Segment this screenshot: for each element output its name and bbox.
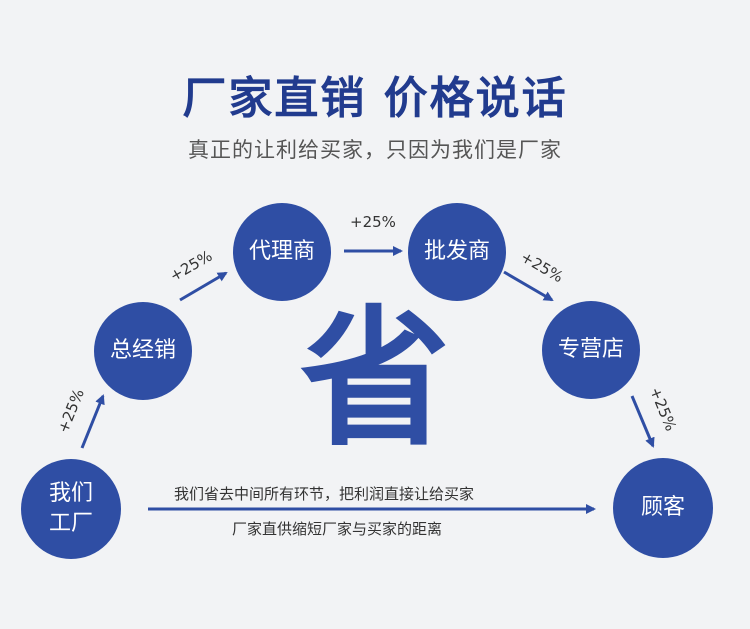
node-factory: 我们 工厂 bbox=[21, 459, 121, 559]
node-factory-line2: 工厂 bbox=[48, 511, 93, 536]
node-factory-line1: 我们 bbox=[48, 481, 93, 506]
note-line-1: 我们省去中间所有环节，把利润直接让给买家 bbox=[174, 485, 475, 503]
page-title: 厂家直销 价格说话 bbox=[182, 73, 568, 124]
node-wholesaler: 批发商 bbox=[408, 203, 506, 301]
arrow-distributor-to-agent bbox=[179, 271, 228, 302]
markup-label-3: +25% bbox=[350, 213, 396, 231]
arrow-factory-to-distributor bbox=[80, 394, 105, 449]
node-distributor: 总经销 bbox=[94, 302, 192, 400]
note-line-2: 厂家直供缩短厂家与买家的距离 bbox=[232, 520, 443, 538]
arrow-wholesaler-to-store bbox=[503, 270, 554, 302]
node-customer: 顾客 bbox=[613, 458, 713, 558]
page-subtitle: 真正的让利给买家，只因为我们是厂家 bbox=[188, 138, 562, 162]
arrow-store-to-customer bbox=[630, 395, 655, 448]
node-agent: 代理商 bbox=[233, 203, 331, 301]
node-store: 专营店 bbox=[542, 301, 640, 399]
save-character: 省 bbox=[300, 293, 451, 467]
